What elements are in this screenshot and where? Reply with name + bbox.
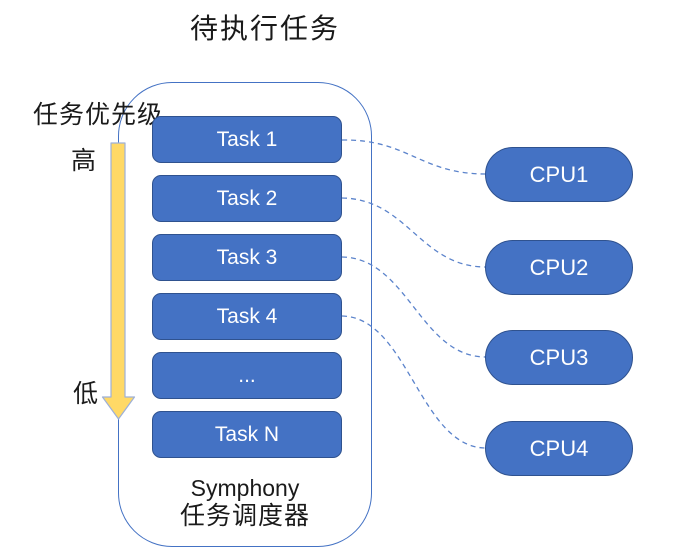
task-box-ellipsis: ... — [152, 352, 342, 399]
scheduler-caption: Symphony 任务调度器 — [128, 474, 362, 530]
priority-axis-label: 任务优先级 — [33, 101, 164, 129]
task-box-2: Task 2 — [152, 175, 342, 222]
task-box-1: Task 1 — [152, 116, 342, 163]
cpu-pill-1: CPU1 — [485, 147, 633, 202]
cpu-pill-3: CPU3 — [485, 330, 633, 385]
cpu-pill-2: CPU2 — [485, 240, 633, 295]
priority-high-label: 高 — [71, 147, 97, 175]
cpu-pill-4: CPU4 — [485, 421, 633, 476]
task-box-3: Task 3 — [152, 234, 342, 281]
diagram-title: 待执行任务 — [189, 13, 340, 44]
task-box-4: Task 4 — [152, 293, 342, 340]
scheduler-name-cn: 任务调度器 — [179, 502, 310, 530]
priority-low-label: 低 — [73, 380, 99, 408]
task-box-n: Task N — [152, 411, 342, 458]
scheduler-name: Symphony — [190, 475, 300, 501]
